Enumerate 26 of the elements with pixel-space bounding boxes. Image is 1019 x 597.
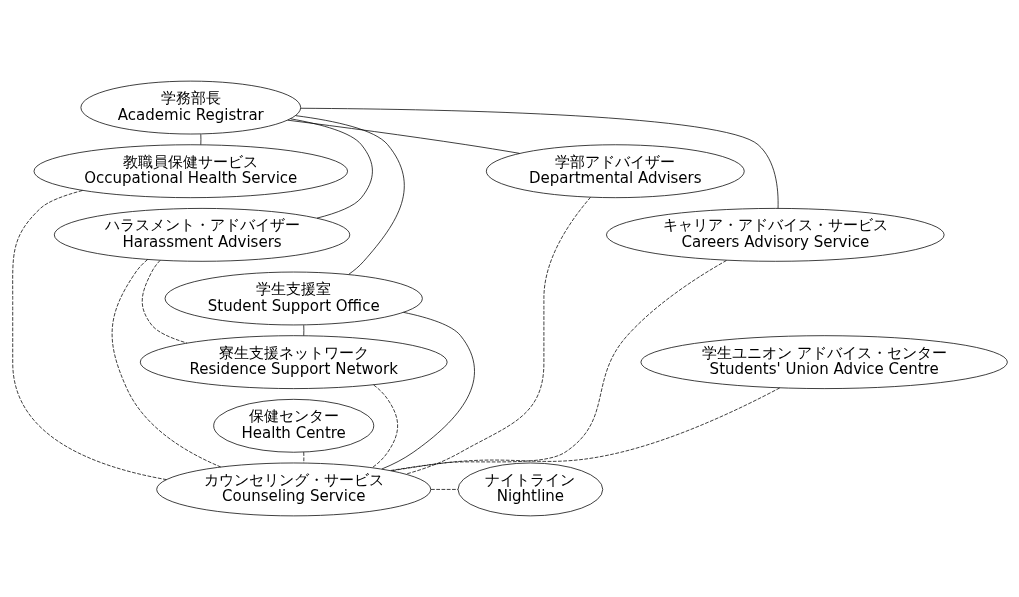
- connector: [389, 387, 780, 471]
- connector: [302, 451, 304, 464]
- connector: [430, 489, 458, 490]
- node-ellipse: 学生ユニオン アドバイス・センター Students' Union Advice Centre: [640, 335, 1008, 389]
- connector: [371, 384, 398, 468]
- connector: [141, 260, 187, 344]
- connector: [286, 119, 520, 154]
- connector: [11, 190, 167, 480]
- node-ellipse: ハラスメント・アドバイザー Harassment Advisers: [53, 208, 350, 262]
- node-ellipse: 保健センター Health Centre: [212, 398, 374, 453]
- connector: [381, 311, 475, 470]
- connector: [199, 133, 201, 145]
- connector: [302, 324, 304, 336]
- connector: [294, 115, 405, 275]
- node-ellipse: キャリア・アドバイス・サービス Careers Advisory Service: [605, 208, 944, 262]
- node-ellipse: 寮生支援ネットワーク Residence Support Network: [139, 335, 447, 389]
- node-ellipse: 学務部長 Academic Registrar: [80, 80, 301, 135]
- connector: [289, 118, 373, 219]
- node-ellipse: 学生支援室 Student Support Office: [164, 271, 423, 326]
- node-ellipse: ナイトライン Nightline: [457, 462, 603, 517]
- node-ellipse: 学部アドバイザー Departmental Advisers: [485, 144, 745, 199]
- connector: [300, 107, 778, 209]
- connector: [404, 196, 591, 475]
- node-ellipse: 教職員保健サービス Occupational Health Service: [33, 144, 348, 199]
- node-ellipse: カウンセリング・サービス Counseling Service: [155, 462, 431, 517]
- connector: [111, 259, 221, 468]
